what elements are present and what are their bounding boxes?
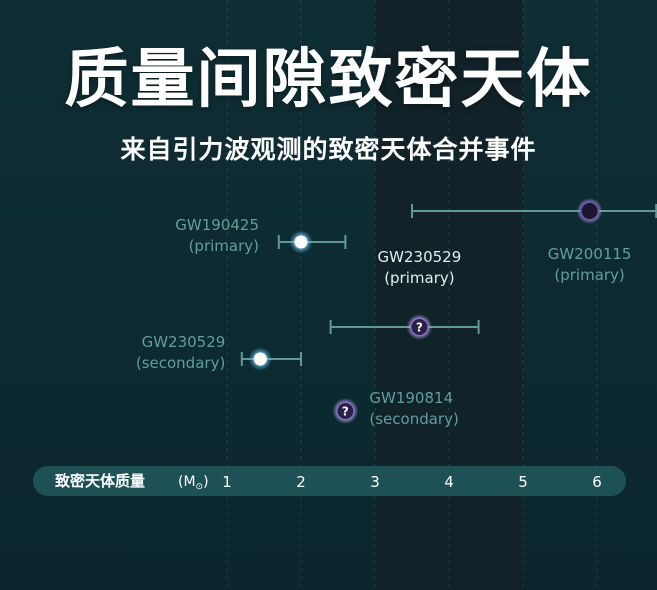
neutron-star-core [294, 235, 308, 249]
axis-bar [33, 466, 626, 496]
point-name-label: GW190425 [175, 216, 259, 234]
data-point-gw190425-1: GW190425 (primary) [175, 216, 347, 255]
question-mark-icon: ? [416, 321, 423, 335]
x-tick-label-4: 4 [444, 473, 454, 491]
data-point-gw230529-3: ? GW230529 (primary) [329, 248, 480, 340]
unknown-object-core [410, 318, 429, 336]
point-name-label: GW230529 [378, 248, 462, 266]
x-tick-label-6: 6 [592, 473, 602, 491]
x-tick-label-1: 1 [222, 473, 232, 491]
page-subtitle: 来自引力波观测的致密天体合并事件 [120, 135, 537, 164]
data-point-gw200115-5: GW200115 (primary) [411, 198, 657, 284]
point-role-label: (primary) [384, 269, 454, 287]
data-point-gw230529-2: GW230529 (secondary) [136, 333, 302, 372]
question-mark-icon: ? [342, 405, 349, 419]
point-name-label: GW230529 [142, 333, 226, 351]
point-role-label: (primary) [554, 266, 624, 284]
point-role-label: (primary) [189, 237, 259, 255]
x-tick-label-5: 5 [518, 473, 528, 491]
point-name-label: GW200115 [548, 245, 632, 263]
data-point-gw190814-4: ? GW190814 (secondary) [332, 389, 459, 428]
page-title: 质量间隙致密天体 [64, 42, 593, 117]
x-tick-label-3: 3 [370, 473, 380, 491]
black-hole-core [580, 202, 599, 220]
x-tick-label-2: 2 [296, 473, 306, 491]
point-role-label: (secondary) [369, 410, 458, 428]
x-axis-label: 致密天体质量 [55, 472, 145, 490]
x-axis-unit: (M⊙) [178, 474, 209, 492]
point-role-label: (secondary) [136, 354, 225, 372]
neutron-star-core [253, 352, 267, 366]
point-name-label: GW190814 [369, 389, 453, 407]
unknown-object-core [336, 402, 355, 420]
